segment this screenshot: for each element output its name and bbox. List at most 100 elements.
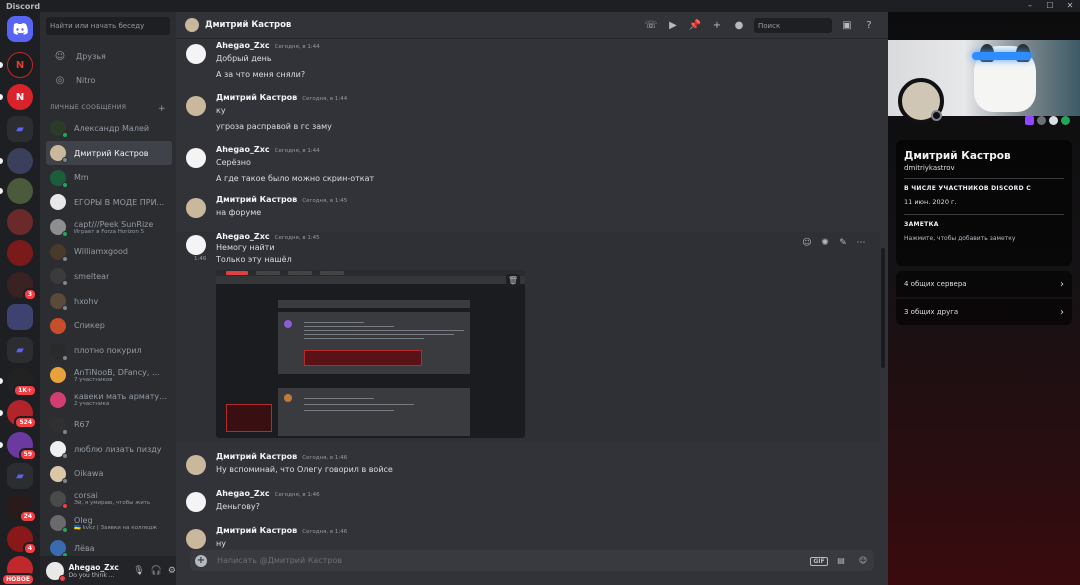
server-icon[interactable]: НОВОЕ: [1, 556, 35, 585]
voice-call-icon[interactable]: ☏: [644, 20, 658, 31]
note-input[interactable]: Нажмите, чтобы добавить заметку: [904, 235, 1016, 242]
message-scrollbar[interactable]: [881, 248, 885, 368]
avatar[interactable]: [186, 44, 206, 64]
server-icon[interactable]: N: [7, 52, 33, 78]
headphones-icon[interactable]: 🎧: [150, 565, 162, 576]
edit-icon[interactable]: ✎: [839, 238, 847, 248]
image-attachment[interactable]: 🗑: [216, 270, 525, 438]
avatar[interactable]: [186, 235, 206, 255]
message-input[interactable]: [217, 556, 808, 565]
server-icon[interactable]: [7, 304, 33, 330]
dm-item[interactable]: Лёва: [46, 536, 172, 561]
server-folder[interactable]: ▰: [7, 463, 33, 489]
dm-item[interactable]: кавеки мать арматур...2 участника: [46, 388, 172, 413]
more-options-icon[interactable]: ⋯: [856, 238, 866, 248]
avatar[interactable]: [186, 529, 206, 549]
sticker-icon[interactable]: ▤: [837, 556, 845, 565]
dm-item[interactable]: Спикер: [46, 314, 172, 339]
dm-item[interactable]: smeltear: [46, 264, 172, 289]
message-author[interactable]: Дмитрий Кастров: [216, 452, 298, 461]
dm-item[interactable]: Александр Малей: [46, 116, 172, 141]
upload-plus-icon[interactable]: +: [195, 554, 207, 567]
avatar: [50, 169, 68, 188]
minimize-icon[interactable]: –: [1028, 1, 1032, 10]
screenshot-panel: [278, 388, 470, 436]
chat-search-input[interactable]: [754, 18, 832, 33]
server-icon[interactable]: [7, 240, 33, 266]
help-icon[interactable]: ?: [866, 20, 872, 31]
dm-item[interactable]: AnTiNooB, DFancy, ...7 участников: [46, 363, 172, 388]
dm-item[interactable]: ЕГОРЫ В МОДЕ ПРИ...: [46, 190, 172, 215]
message-author[interactable]: Ahegao_Zxc: [216, 145, 270, 154]
message-author[interactable]: Ahegao_Zxc: [216, 489, 270, 498]
screenshot-tabs: [216, 270, 525, 276]
avatar[interactable]: [186, 96, 206, 116]
dm-search-input[interactable]: [46, 17, 170, 35]
dm-item[interactable]: люблю лизать пизду: [46, 437, 172, 462]
dm-item[interactable]: Дмитрий Кастров: [46, 140, 172, 166]
server-icon[interactable]: [7, 148, 33, 174]
dm-item[interactable]: Mm: [46, 165, 172, 190]
message-hover-timestamp: 1:46: [194, 256, 207, 262]
add-friend-icon[interactable]: +: [712, 20, 722, 31]
video-call-icon[interactable]: ▶: [669, 20, 677, 31]
pin-icon[interactable]: 📌: [688, 20, 702, 31]
emoji-icon[interactable]: ☺: [858, 556, 868, 565]
nitro-nav-item[interactable]: ◎ Nitro: [46, 69, 170, 91]
dm-item[interactable]: Oleg🇺🇦 kvkz | Заявки на колледж: [46, 511, 172, 536]
avatar[interactable]: [186, 198, 206, 218]
dm-item-name: capt///Peek SunRize: [74, 219, 154, 229]
unread-badge: 524: [14, 416, 37, 429]
server-icon[interactable]: 4: [7, 526, 37, 555]
add-reaction-icon[interactable]: ☺: [802, 238, 812, 248]
settings-gear-icon[interactable]: ⚙: [167, 565, 176, 576]
message-author[interactable]: Дмитрий Кастров: [216, 526, 298, 535]
avatar: [50, 243, 68, 262]
maximize-icon[interactable]: ☐: [1046, 1, 1054, 10]
server-icon[interactable]: 1K+: [7, 368, 37, 397]
close-icon[interactable]: ✕: [1066, 1, 1074, 10]
message-author[interactable]: Ahegao_Zxc: [216, 41, 270, 50]
server-icon[interactable]: 3: [7, 272, 37, 301]
microphone-icon[interactable]: 🎙: [133, 565, 145, 576]
home-button[interactable]: [7, 16, 33, 42]
avatar[interactable]: [186, 148, 206, 168]
avatar[interactable]: [186, 455, 206, 475]
server-icon[interactable]: [7, 209, 33, 235]
inbox-icon[interactable]: ▣: [842, 20, 852, 31]
message-author[interactable]: Дмитрий Кастров: [216, 195, 298, 204]
badge-icon[interactable]: [1061, 116, 1070, 125]
avatar[interactable]: [186, 492, 206, 512]
server-folder[interactable]: ▰: [7, 337, 33, 363]
delete-attachment-icon[interactable]: 🗑: [506, 274, 520, 288]
mutual-friends-row[interactable]: 3 общих друга ›: [896, 299, 1072, 325]
server-icon[interactable]: 524: [7, 400, 37, 429]
create-dm-button[interactable]: +: [158, 104, 166, 114]
dm-item[interactable]: R67: [46, 412, 172, 437]
server-icon[interactable]: 59: [7, 432, 37, 461]
dm-item[interactable]: Williamxgood: [46, 239, 172, 264]
server-folder[interactable]: ▰: [7, 116, 33, 142]
dm-item[interactable]: плотно покурил: [46, 338, 172, 363]
badge-icon[interactable]: [1049, 116, 1058, 125]
mutual-servers-row[interactable]: 4 общих сервера ›: [896, 271, 1072, 297]
message-author[interactable]: Ahegao_Zxc: [216, 232, 270, 241]
avatar[interactable]: [46, 561, 66, 582]
profile-avatar[interactable]: [898, 78, 944, 124]
friends-nav-item[interactable]: ☺ Друзья: [46, 45, 170, 67]
gif-picker-button[interactable]: GIF: [808, 556, 830, 566]
server-icon[interactable]: [7, 178, 33, 204]
twitch-icon[interactable]: [1025, 116, 1034, 125]
user-profile-icon[interactable]: ●: [734, 20, 744, 31]
friends-icon: ☺: [54, 50, 66, 62]
super-reaction-icon[interactable]: ✺: [821, 238, 829, 248]
status-offline-icon: [62, 428, 68, 435]
dm-item[interactable]: Oikawa: [46, 462, 172, 487]
message-author[interactable]: Дмитрий Кастров: [216, 93, 298, 102]
server-icon[interactable]: 24: [7, 494, 37, 523]
badge-icon[interactable]: [1037, 116, 1046, 125]
server-icon[interactable]: N: [7, 84, 33, 110]
dm-item[interactable]: hxohv: [46, 289, 172, 314]
